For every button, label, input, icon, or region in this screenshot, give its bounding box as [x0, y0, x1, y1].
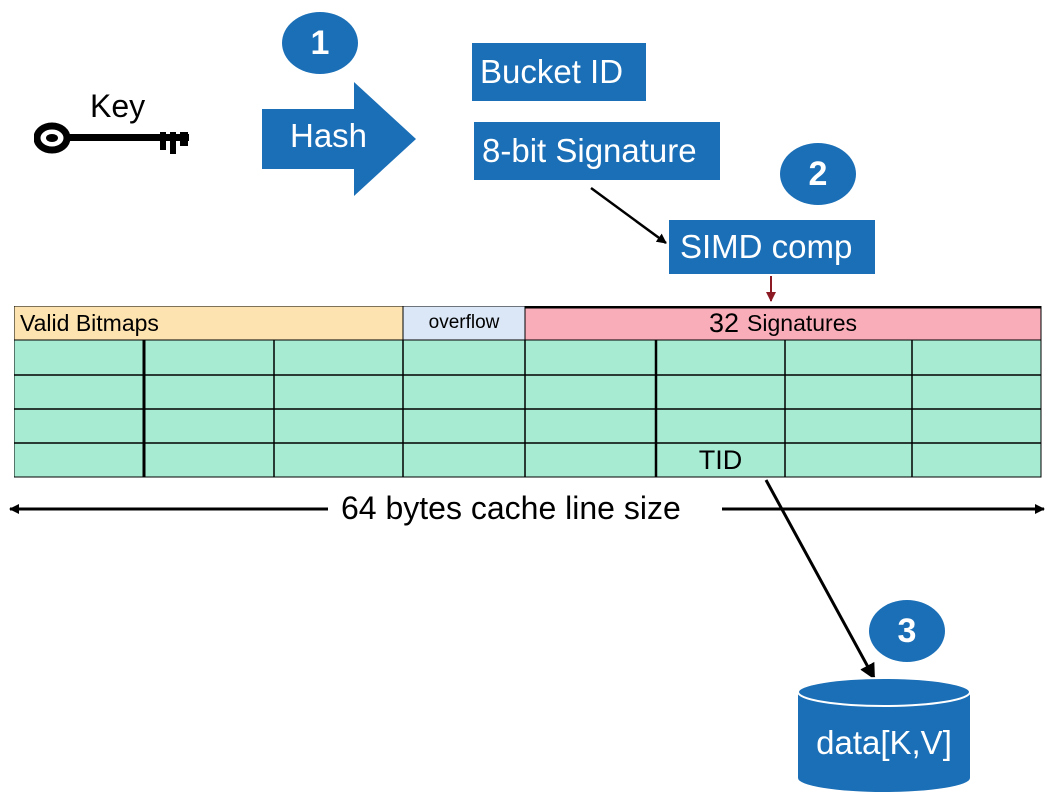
overflow-header	[402, 306, 526, 341]
simd-comp-box: SIMD comp	[669, 220, 875, 274]
signatures-count: 32	[708, 307, 740, 338]
tid-to-data-arrow	[764, 479, 876, 680]
database-cylinder-icon	[797, 677, 971, 792]
tid-label: TID	[698, 444, 743, 475]
cache-line-width-label: 64 bytes cache line size	[341, 490, 681, 526]
valid-bitmaps-label: Valid Bitmaps	[20, 309, 159, 336]
step-1-badge: 1	[282, 12, 358, 74]
signatures-header	[524, 306, 1042, 341]
signature-to-simd-arrow	[590, 186, 667, 245]
step-2-badge: 2	[780, 143, 856, 205]
slot-grid-lines	[14, 340, 1041, 477]
overflow-label: overflow	[428, 312, 500, 333]
step-3-badge: 3	[869, 600, 945, 662]
valid-bitmaps-header	[14, 306, 404, 341]
signatures-label: Signatures	[747, 309, 857, 336]
key-label: Key	[90, 88, 146, 124]
signature-box: 8-bit Signature	[474, 122, 720, 180]
bucket-id-box: Bucket ID	[472, 43, 646, 101]
cache-line-grid	[14, 306, 1042, 478]
key-icon	[34, 122, 189, 154]
hash-arrow-label: Hash	[290, 117, 368, 154]
data-storage-label: data[K,V]	[816, 724, 952, 761]
hash-arrow-shape	[262, 82, 416, 196]
signatures-header-label: 32 Signatures	[525, 306, 1041, 340]
